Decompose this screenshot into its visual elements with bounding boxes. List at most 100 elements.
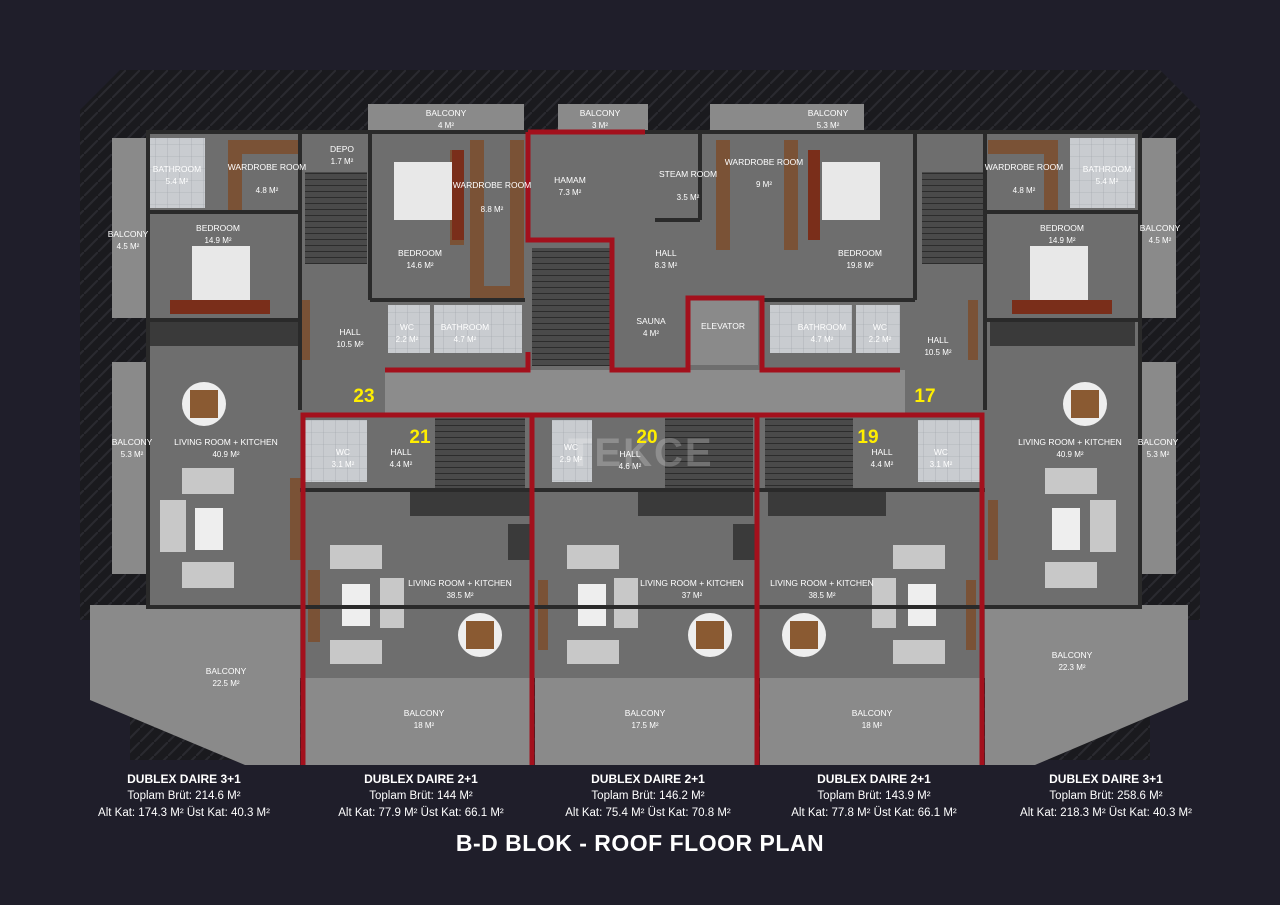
room-area: 14.9 M² — [1048, 236, 1075, 245]
room-name: LIVING ROOM + KITCHEN — [1018, 437, 1122, 447]
room-name: BALCONY — [1140, 223, 1181, 233]
room-area: 4 M² — [643, 329, 659, 338]
room-area: 3.1 M² — [332, 460, 355, 469]
room-name: BALCONY — [808, 108, 849, 118]
living-furniture — [160, 468, 1116, 664]
room-area: 5.3 M² — [1147, 450, 1170, 459]
room-name: BALCONY — [112, 437, 153, 447]
kitchen-counters — [150, 322, 1135, 560]
unit-floor-areas: Alt Kat: 77.8 M² Üst Kat: 66.1 M² — [791, 807, 957, 819]
watermark-text: TEKCE — [568, 431, 714, 475]
room-area: 38.5 M² — [446, 591, 473, 600]
terraces — [90, 104, 1188, 765]
room-name: SAUNA — [636, 316, 666, 326]
unit-gross-area: Toplam Brüt: 144 M² — [369, 790, 473, 802]
wet-rooms — [150, 138, 1135, 482]
room-name: BALCONY — [404, 708, 445, 718]
room-name: WC — [934, 447, 948, 457]
elevator-shaft — [688, 300, 758, 365]
room-area: 8.8 M² — [481, 205, 504, 214]
room-area: 3 M² — [592, 121, 608, 130]
stairs — [305, 172, 984, 488]
room-area: 4 M² — [438, 121, 454, 130]
room-name: STEAM ROOM — [659, 169, 717, 179]
corridor — [385, 370, 905, 415]
room-area: 18 M² — [414, 721, 435, 730]
room-area: 4.5 M² — [117, 242, 140, 251]
room-area: 4.4 M² — [871, 460, 894, 469]
room-area: 4.5 M² — [1149, 236, 1172, 245]
room-area: 2.2 M² — [869, 335, 892, 344]
room-area: 14.6 M² — [406, 261, 433, 270]
unit-gross-area: Toplam Brüt: 258.6 M² — [1049, 790, 1163, 802]
room-name: HALL — [871, 447, 893, 457]
room-name: BALCONY — [852, 708, 893, 718]
room-area: 5.4 M² — [166, 177, 189, 186]
room-name: HALL — [390, 447, 412, 457]
room-area: 19.8 M² — [846, 261, 873, 270]
room-area: 4.8 M² — [256, 186, 279, 195]
room-name: LIVING ROOM + KITCHEN — [408, 578, 512, 588]
room-name: BEDROOM — [838, 248, 882, 258]
unit-summary-1: DUBLEX DAIRE 3+1 Toplam Brüt: 214.6 M² A… — [69, 771, 299, 822]
beds — [170, 150, 1112, 314]
room-name: BATHROOM — [441, 322, 489, 332]
room-area: 17.5 M² — [631, 721, 658, 730]
plan-title: B-D BLOK - ROOF FLOOR PLAN — [455, 830, 825, 856]
room-name: WARDROBE ROOM — [228, 162, 307, 172]
unit-gross-area: Toplam Brüt: 146.2 M² — [591, 790, 705, 802]
unit-summary-5: DUBLEX DAIRE 3+1 Toplam Brüt: 258.6 M² A… — [991, 771, 1221, 822]
unit-type: DUBLEX DAIRE 3+1 — [127, 772, 241, 786]
room-name: WARDROBE ROOM — [985, 162, 1064, 172]
room-name: DEPO — [330, 144, 354, 154]
room-name: HALL — [339, 327, 361, 337]
dining-tables — [182, 382, 1107, 657]
room-area: 37 M² — [682, 591, 703, 600]
unit-floor-areas: Alt Kat: 218.3 M² Üst Kat: 40.3 M² — [1020, 807, 1192, 819]
room-name: WC — [400, 322, 414, 332]
room-area: 10.5 M² — [924, 348, 951, 357]
room-area: 4.8 M² — [1013, 186, 1036, 195]
room-name: LIVING ROOM + KITCHEN — [770, 578, 874, 588]
room-area: 1.7 M² — [331, 157, 354, 166]
room-name: BEDROOM — [196, 223, 240, 233]
unit-floor-areas: Alt Kat: 77.9 M² Üst Kat: 66.1 M² — [338, 807, 504, 819]
room-area: 4.7 M² — [811, 335, 834, 344]
room-area: 38.5 M² — [808, 591, 835, 600]
room-name: BALCONY — [426, 108, 467, 118]
room-name: BEDROOM — [398, 248, 442, 258]
room-area: 40.9 M² — [1056, 450, 1083, 459]
room-name: LIVING ROOM + KITCHEN — [174, 437, 278, 447]
unit-number-23: 23 — [353, 386, 374, 407]
unit-summary-3: DUBLEX DAIRE 2+1 Toplam Brüt: 146.2 M² A… — [533, 771, 763, 822]
room-area: 3.1 M² — [930, 460, 953, 469]
room-area: 5.3 M² — [817, 121, 840, 130]
room-name: BATHROOM — [798, 322, 846, 332]
room-name: HALL — [927, 335, 949, 345]
room-area: 9 M² — [756, 180, 772, 189]
room-area: 2.2 M² — [396, 335, 419, 344]
unit-number-20: 20 — [636, 427, 657, 448]
room-name: WC — [873, 322, 887, 332]
room-area: 3.5 M² — [677, 193, 700, 202]
room-area: 5.3 M² — [121, 450, 144, 459]
room-name: BATHROOM — [1083, 164, 1131, 174]
unit-type: DUBLEX DAIRE 2+1 — [591, 772, 705, 786]
room-name: HALL — [619, 449, 641, 459]
room-name: WC — [336, 447, 350, 457]
room-area: 22.3 M² — [1058, 663, 1085, 672]
room-area: 10.5 M² — [336, 340, 363, 349]
room-name: ELEVATOR — [701, 321, 745, 331]
room-area: 5.4 M² — [1096, 177, 1119, 186]
unit-summary-2: DUBLEX DAIRE 2+1 Toplam Brüt: 144 M² Alt… — [306, 771, 536, 822]
room-name: BEDROOM — [1040, 223, 1084, 233]
unit-gross-area: Toplam Brüt: 143.9 M² — [817, 790, 931, 802]
unit-numbers: 23 21 20 19 17 — [353, 386, 935, 448]
room-area: 8.3 M² — [655, 261, 678, 270]
unit-summary-4: DUBLEX DAIRE 2+1 Toplam Brüt: 143.9 M² A… — [759, 771, 989, 822]
room-area: 4.6 M² — [619, 462, 642, 471]
room-name: BALCONY — [1052, 650, 1093, 660]
room-area: 2.9 M² — [560, 455, 583, 464]
room-name: BALCONY — [108, 229, 149, 239]
